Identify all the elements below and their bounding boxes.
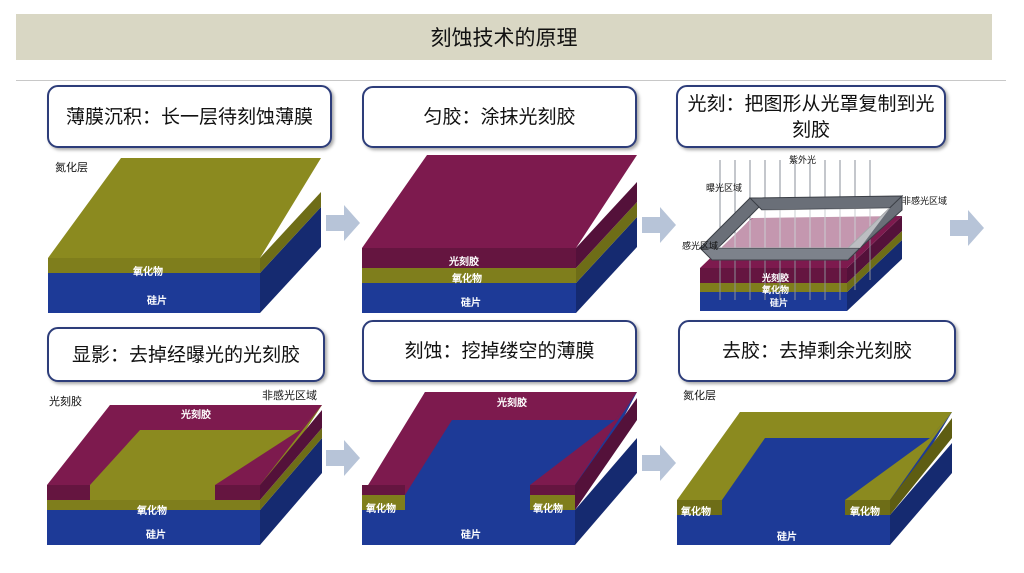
step-1-oxide-front (48, 258, 260, 273)
step-1-label-oxide: 氧化物 (133, 267, 163, 278)
arrow-2-icon (642, 207, 676, 243)
arrow-5-icon (642, 445, 676, 481)
step-4-resist-pattern (47, 405, 322, 500)
step-3-label-resist: 光刻胶 (762, 274, 790, 284)
step-2-label-oxide: 氧化物 (452, 274, 482, 285)
step-1-oxide-top (48, 158, 321, 258)
step-3-label-photosensitive: 感光区域 (682, 242, 719, 252)
step-1-silicon-side (260, 207, 321, 313)
page-title: 刻蚀技术的原理 (16, 14, 992, 60)
step-5-etched-pattern (362, 392, 637, 510)
step-4-label-silicon: 硅片 (146, 530, 166, 541)
step-6-label-oxide-right: 氧化物 (850, 507, 880, 518)
step-2-label-silicon: 硅片 (461, 298, 481, 309)
step-2-label-resist: 光刻胶 (449, 257, 479, 268)
step-5-label-oxide-left: 氧化物 (366, 504, 396, 515)
step-1-oxide-side (260, 192, 321, 273)
step-3-label-silicon: 硅片 (770, 299, 789, 309)
step-1-caption: 薄膜沉积：长一层待刻蚀薄膜 (47, 85, 332, 148)
step-4-label-resist-left: 光刻胶 (49, 395, 82, 408)
arrow-3-icon (950, 210, 984, 246)
step-4-label-oxide: 氧化物 (137, 506, 167, 517)
step-4-label-resist: 光刻胶 (181, 410, 211, 421)
step-3-label-unexposed: 非感光区域 (902, 197, 948, 207)
step-6-label-oxide-left: 氧化物 (681, 507, 711, 518)
step-1-label-silicon: 硅片 (147, 296, 167, 307)
step-3-caption: 光刻：把图形从光罩复制到光刻胶 (676, 85, 946, 148)
step-2-resist-front (362, 248, 576, 268)
step-2-caption: 匀胶：涂抹光刻胶 (362, 86, 637, 148)
step-2-resist-top (362, 155, 637, 248)
step-1-label-oxide-layer: 氮化层 (55, 161, 88, 174)
step-6-oxide-pattern (677, 412, 952, 515)
step-3-label-exposed: 曝光区域 (706, 184, 743, 194)
step-2-resist-side (576, 182, 637, 268)
step-6-label-silicon: 硅片 (777, 532, 797, 543)
arrow-4-icon (326, 440, 360, 476)
step-6-caption: 去胶：去掉剩余光刻胶 (678, 320, 956, 382)
step-4-caption: 显影：去掉经曝光的光刻胶 (47, 327, 325, 382)
divider (16, 80, 1006, 81)
step-5-label-silicon: 硅片 (461, 530, 481, 541)
step-5-label-oxide-right: 氧化物 (533, 504, 563, 515)
step-5-caption: 刻蚀：挖掉缕空的薄膜 (362, 320, 637, 382)
step-4-label-unexposed: 非感光区域 (262, 389, 317, 402)
step-5-label-resist: 光刻胶 (497, 398, 527, 409)
arrow-1-icon (326, 205, 360, 241)
step-6-label-oxide-layer: 氮化层 (683, 389, 716, 402)
step-3-label-oxide: 氧化物 (762, 286, 790, 296)
step-3-label-uv: 紫外光 (789, 156, 817, 166)
step-1-silicon-front (48, 273, 260, 313)
